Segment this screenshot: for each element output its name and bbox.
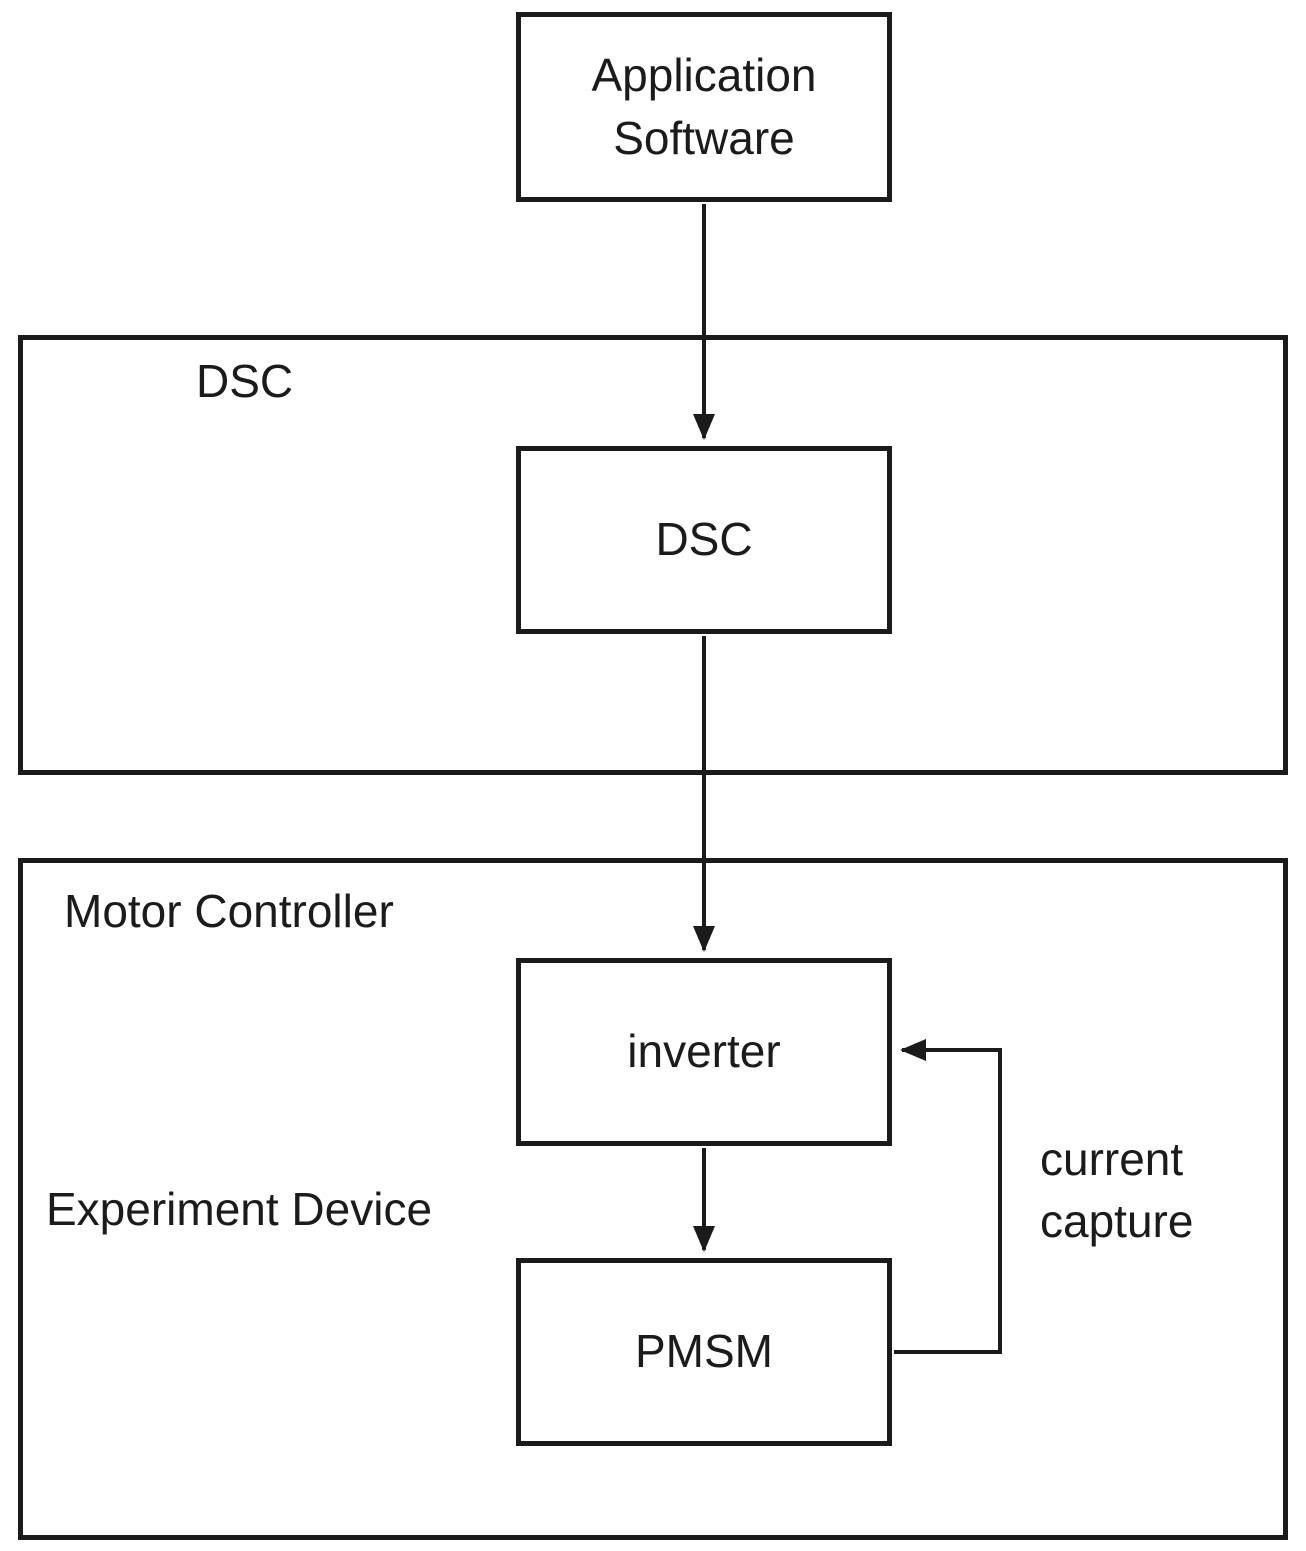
inverter-box: inverter [516,958,892,1146]
application-software-box: Application Software [516,12,892,202]
current-capture-label-line1: current [1040,1133,1184,1185]
pmsm-label: PMSM [635,1325,773,1378]
inverter-label: inverter [627,1025,781,1078]
current-capture-label: current capture [1040,1128,1260,1252]
experiment-device-label: Experiment Device [46,1183,433,1235]
pmsm-box: PMSM [516,1258,892,1446]
dsc-container-label: DSC [196,355,294,407]
dsc-box: DSC [516,446,892,634]
application-software-label-line2: Software [613,112,795,164]
dsc-box-label: DSC [655,513,753,566]
application-software-label-line1: Application [591,48,817,101]
current-capture-label-line2: capture [1040,1195,1194,1248]
motor-controller-label: Motor Controller [64,885,394,937]
